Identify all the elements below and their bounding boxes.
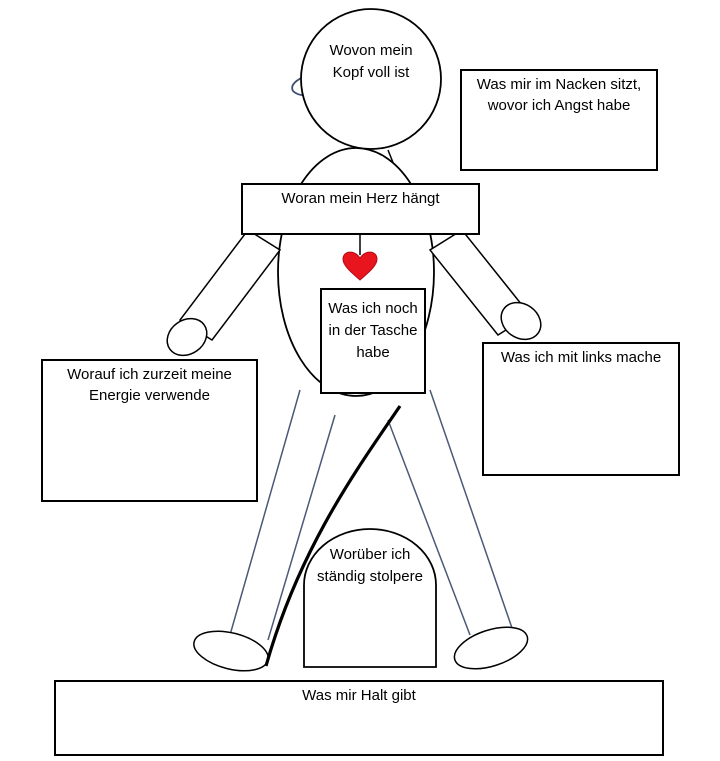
energy-box-label: Worauf ich zurzeit meine Energie verwend…	[67, 366, 232, 404]
neck-box: Was mir im Nacken sitzt, wovor ich Angst…	[460, 69, 658, 171]
right-hand	[500, 301, 542, 341]
energy-box: Worauf ich zurzeit meine Energie verwend…	[41, 359, 258, 502]
stumble-label: Worüber ich ständig stolpere	[317, 546, 423, 585]
head	[300, 8, 442, 150]
left-leg-inner	[267, 414, 336, 641]
right-foot	[453, 626, 529, 670]
heart-icon	[342, 251, 378, 281]
left-hand-box: Was ich mit links mache	[482, 342, 680, 476]
head-label: Wovon mein Kopf voll ist	[329, 42, 413, 81]
right-leg-outer	[429, 389, 513, 629]
heart-box-label: Woran mein Herz hängt	[281, 190, 440, 207]
left-foot	[193, 630, 269, 672]
stumbling-stone	[303, 528, 437, 668]
neck-box-label: Was mir im Nacken sitzt, wovor ich Angst…	[476, 76, 642, 114]
left-hand-box-label: Was ich mit links mache	[500, 349, 662, 366]
left-leg-outer	[229, 389, 301, 636]
left-arm	[178, 229, 282, 341]
support-box-label: Was mir Halt gibt	[302, 687, 416, 704]
pocket-box: Was ich noch in der Tasche habe	[320, 288, 426, 394]
walking-stick	[264, 405, 402, 667]
left-hand	[166, 317, 208, 357]
heart-box: Woran mein Herz hängt	[241, 183, 480, 235]
support-box: Was mir Halt gibt	[54, 680, 664, 756]
right-leg-inner	[387, 419, 471, 636]
pocket-box-label: Was ich noch in der Tasche habe	[328, 300, 418, 361]
